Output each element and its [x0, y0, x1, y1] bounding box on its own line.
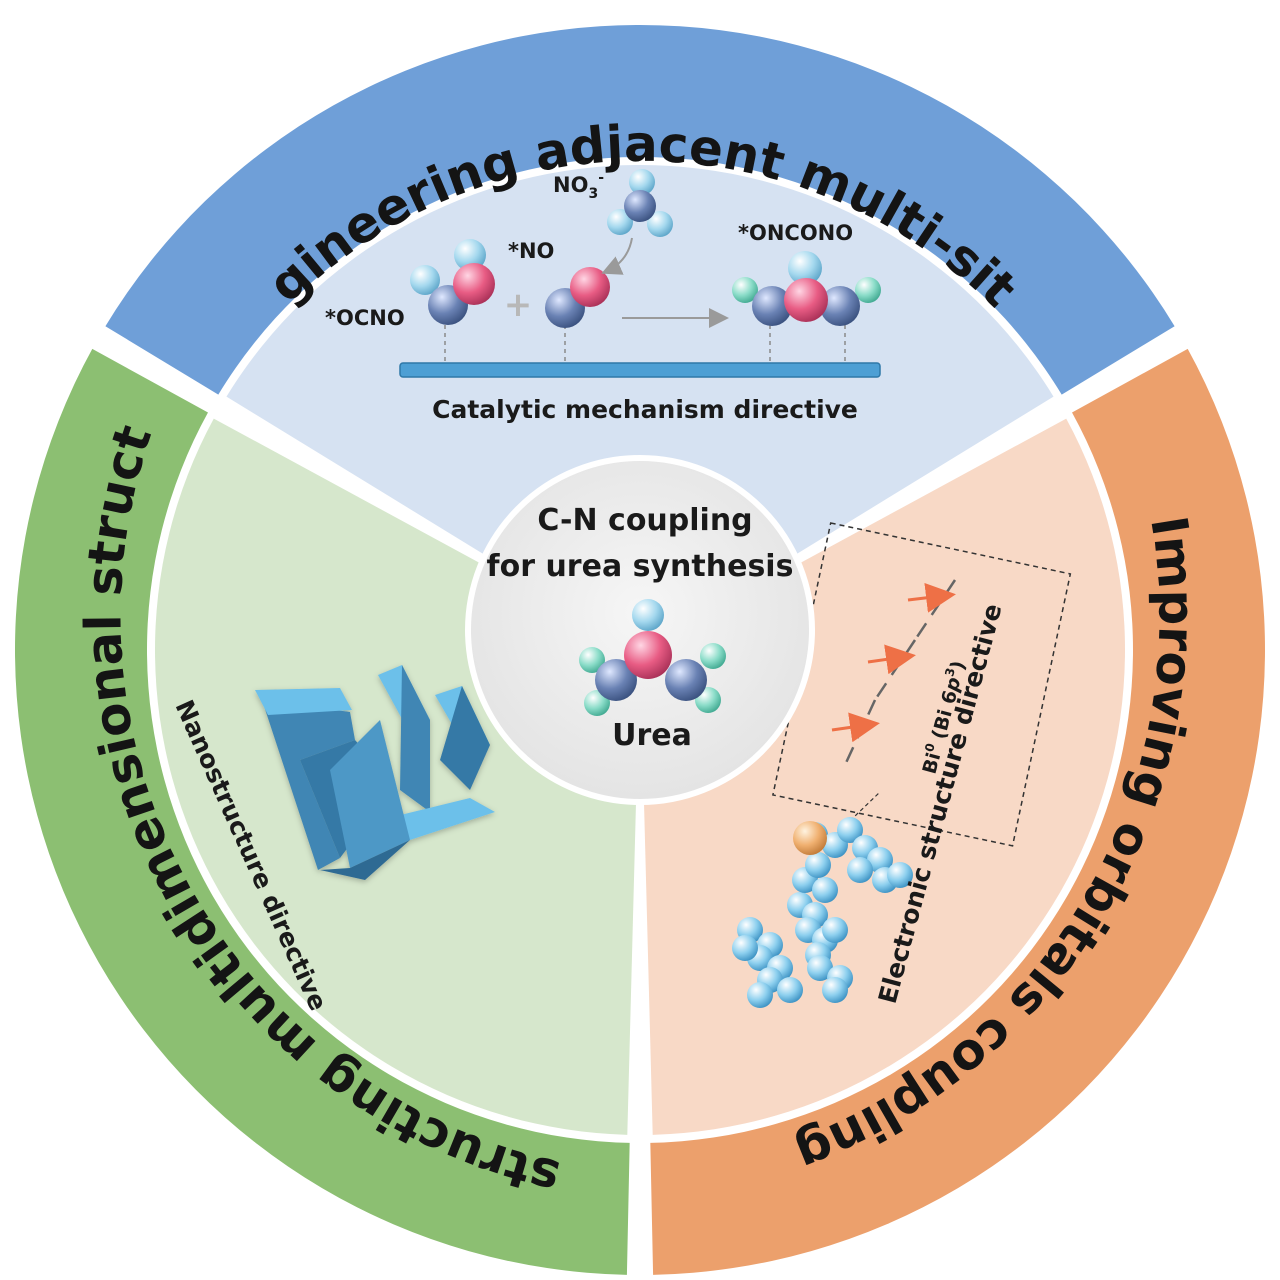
bi-atom [793, 821, 827, 855]
ocno-label: *OCNO [325, 306, 405, 330]
center-title-line2: for urea synthesis [487, 549, 794, 584]
cluster-atom [847, 857, 873, 883]
plus-sign: + [504, 285, 533, 325]
urea-molecule-icon [579, 599, 726, 716]
cluster-atom [777, 977, 803, 1003]
panel-label-top: Catalytic mechanism directive [432, 395, 858, 424]
band-right [650, 348, 1265, 1275]
bi-cluster-icon [732, 817, 913, 1008]
band-top [105, 25, 1175, 395]
cluster-atom [867, 847, 893, 873]
nitrate-label: NO3- [553, 170, 604, 202]
outer-bands [14, 25, 1265, 1275]
orbital-arrow-icon [867, 644, 916, 675]
nitrate-icon [607, 169, 673, 237]
cluster-atom [747, 982, 773, 1008]
cluster-atom [822, 977, 848, 1003]
urea-label: Urea [612, 718, 692, 753]
nitrate-reduction-arrow [601, 237, 633, 275]
band-left [14, 348, 630, 1275]
cluster-atom [732, 935, 758, 961]
cluster-atom [837, 817, 863, 843]
cluster-atom [887, 862, 913, 888]
cluster-atom [805, 852, 831, 878]
cluster-atom [807, 955, 833, 981]
onconono-product-icon [732, 251, 881, 326]
cluster-atom [812, 877, 838, 903]
orbital-arrow-icon [831, 712, 880, 743]
orbital-arrow-icon [907, 582, 956, 613]
no-intermediate-icon [545, 267, 610, 328]
catalyst-surface [399, 362, 881, 378]
mechanism-scheme: *OCNO + *NO NO3- *ONCONO [325, 169, 881, 378]
orbital-diagram [831, 579, 957, 766]
center-circle [465, 455, 815, 805]
center-title-line1: C-N coupling [537, 503, 752, 538]
no-label: *NO [508, 239, 554, 263]
nanosheet-icon [255, 665, 495, 880]
cluster-atom [822, 917, 848, 943]
ocno-intermediate-icon [410, 239, 495, 325]
onconono-label: *ONCONO [738, 221, 853, 245]
